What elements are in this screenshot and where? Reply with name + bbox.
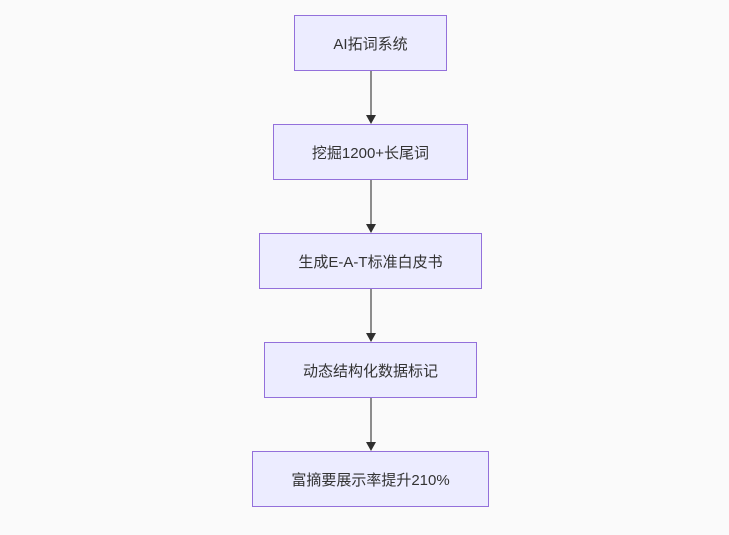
flow-edge-4 [365, 398, 377, 451]
flow-edge-1 [365, 71, 377, 124]
flow-node-label: 动态结构化数据标记 [302, 362, 438, 380]
flow-node-rich-snippet-uplift: 富摘要展示率提升210% [252, 451, 489, 507]
edge-line [369, 71, 372, 115]
arrowhead-down-icon [365, 224, 376, 233]
flow-node-longtail-mining: 挖掘1200+长尾词 [272, 124, 469, 180]
arrowhead-down-icon [365, 442, 376, 451]
flow-node-label: AI拓词系统 [333, 35, 408, 53]
flow-edge-2 [365, 180, 377, 233]
edge-line [369, 398, 372, 442]
arrowhead-down-icon [365, 115, 376, 124]
edge-line [369, 180, 372, 224]
flow-node-label: 挖掘1200+长尾词 [311, 144, 430, 162]
flow-node-ai-keyword-system: AI拓词系统 [294, 15, 447, 71]
flow-node-label: 生成E-A-T标准白皮书 [298, 253, 443, 271]
flow-node-eat-whitepaper: 生成E-A-T标准白皮书 [259, 233, 482, 289]
flowchart: AI拓词系统 挖掘1200+长尾词 生成E-A-T标准白皮书 动态结构化数据标记 [6, 0, 729, 507]
edge-line [369, 289, 372, 333]
flow-edge-3 [365, 289, 377, 342]
flow-node-structured-data-markup: 动态结构化数据标记 [263, 342, 477, 398]
flow-node-label: 富摘要展示率提升210% [291, 471, 450, 489]
arrowhead-down-icon [365, 333, 376, 342]
